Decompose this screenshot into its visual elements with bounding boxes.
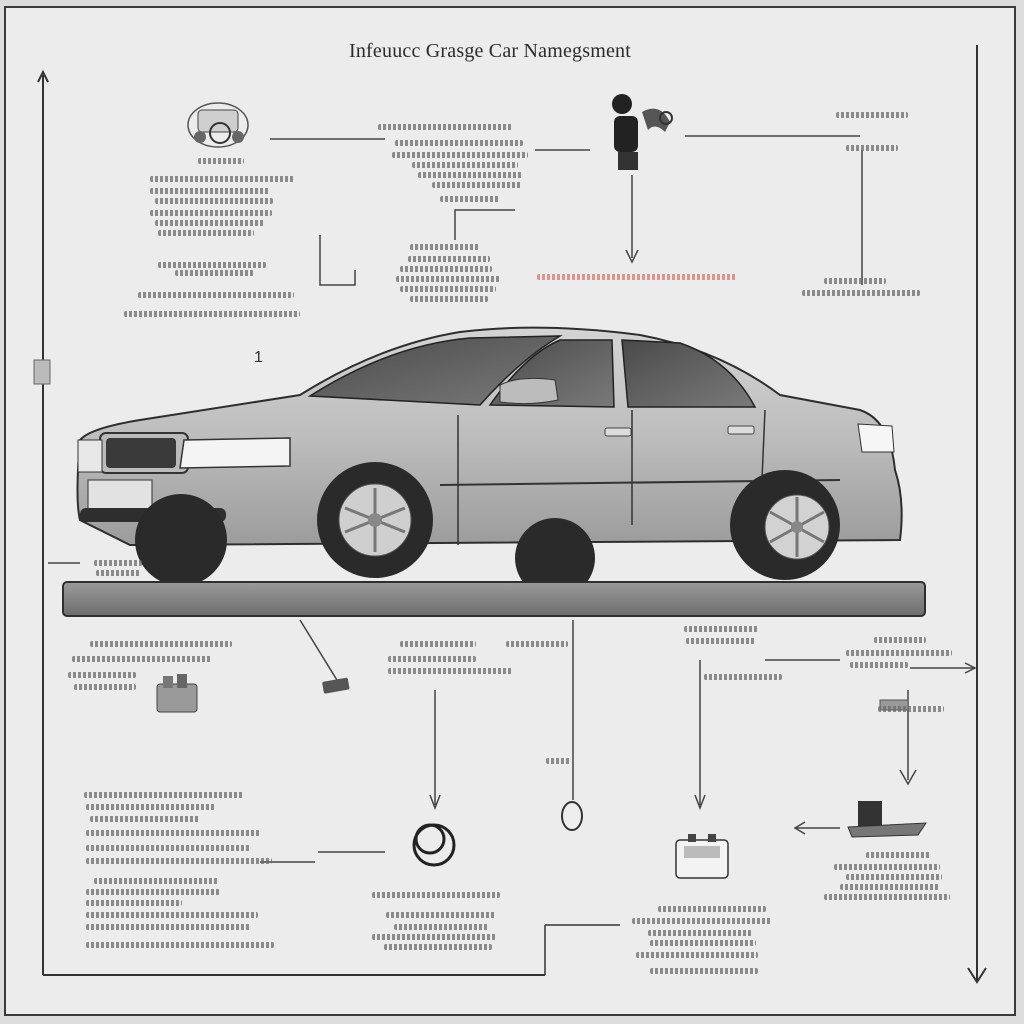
- top-connectors: [270, 135, 863, 286]
- bottom-connectors: [48, 562, 977, 863]
- marker-label: 1: [254, 349, 263, 366]
- diagram-title: Infeuucc Grasge Car Namegsment: [349, 40, 631, 62]
- lift-ramp: [62, 581, 926, 617]
- mechanic-icon: [612, 94, 673, 170]
- battery-icon: [675, 834, 729, 879]
- oil-drop-icon: [561, 801, 583, 831]
- fuel-can-icon: [847, 801, 927, 838]
- tire-ring-icon: [412, 823, 456, 867]
- marker-label-group: 1: [254, 349, 263, 366]
- car-illustration: [76, 326, 903, 598]
- jack-icon: [322, 677, 350, 694]
- right-vertical-arrow: [967, 45, 987, 984]
- toolbox-icon: [156, 674, 198, 713]
- engine-icon: [187, 102, 249, 148]
- left-vertical-arrow: [33, 69, 620, 976]
